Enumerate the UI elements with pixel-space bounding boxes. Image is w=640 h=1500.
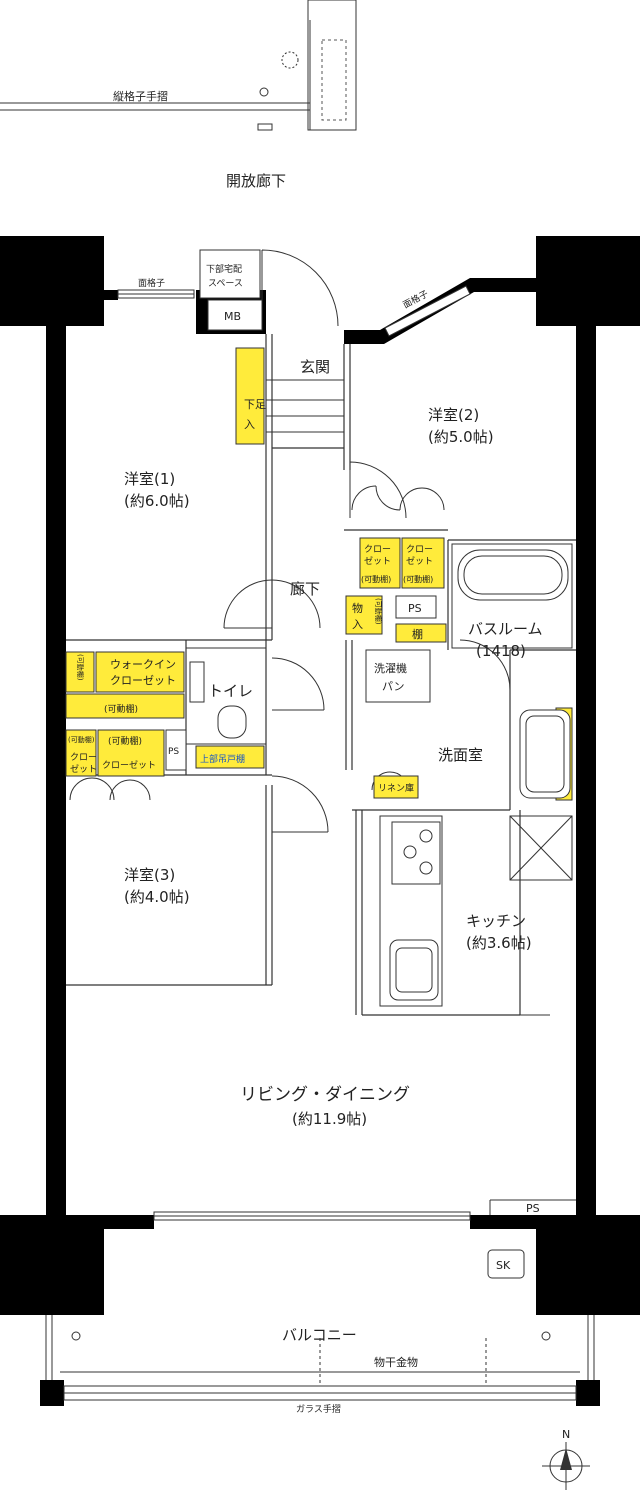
senmenshitsu-label: 洗面室 <box>438 746 483 764</box>
ps-box-2 <box>165 729 187 771</box>
ld-name: リビング・ダイニング <box>240 1085 410 1105</box>
kitchen-size: (約3.6帖) <box>466 934 532 952</box>
shitaashi-label-2: 入 <box>244 418 255 431</box>
tategoshi-label: 縦格子手摺 <box>113 89 168 103</box>
closet-b <box>401 537 445 589</box>
closet-c-label-2: ゼット <box>70 763 97 775</box>
yoshitsu3-name: 洋室(3) <box>124 866 175 884</box>
toilet-label: トイレ <box>208 682 253 700</box>
sink-icon <box>519 709 571 799</box>
closet-a <box>359 537 401 589</box>
planter-icon <box>281 51 299 69</box>
jobu-tsuri-storage <box>195 745 265 769</box>
sk-label: SK <box>496 1259 511 1272</box>
delivery-label-1: 下部宅配 <box>206 263 242 275</box>
genkan-label: 玄関 <box>300 358 330 376</box>
kitchen-sink-icon <box>389 939 439 1001</box>
walkin-small-label: (可動棚) <box>76 654 85 681</box>
delivery-label-2: スペース <box>208 279 243 289</box>
yoshitsu3-size: (約4.0帖) <box>124 888 190 906</box>
yoshitsu2-size: (約5.0帖) <box>428 428 494 446</box>
refrigerator-space <box>509 815 573 881</box>
monohoshi-hardware <box>60 1338 580 1386</box>
north-label: N <box>562 1428 570 1441</box>
tana-label: 棚 <box>412 627 423 641</box>
kitchen-name: キッチン <box>466 912 526 930</box>
ps-label-3: PS <box>526 1202 540 1215</box>
toilet-tank <box>189 661 205 703</box>
walkin-closet <box>95 651 185 693</box>
sk-box <box>487 1249 525 1279</box>
walkin-label-3: (可動棚) <box>104 703 138 715</box>
monoire-label-1: 物 <box>352 601 363 615</box>
delivery-space <box>199 249 261 299</box>
tana-shelf <box>395 623 447 643</box>
jobu-tsuri-label: 上部吊戸棚 <box>200 753 245 765</box>
closet-a-label-1: クロー <box>364 544 391 555</box>
bathtub-icon <box>457 549 569 601</box>
toilet-room <box>185 647 267 745</box>
yoshitsu1-size: (約6.0帖) <box>124 492 190 510</box>
bathroom-size: (1418) <box>476 642 526 660</box>
open-corridor-area <box>0 0 357 131</box>
kitchen-counter <box>379 815 443 1007</box>
bathroom-name: バスルーム <box>468 620 543 638</box>
ps-label-1: PS <box>408 602 422 615</box>
yoshitsu2-name: 洋室(2) <box>428 406 479 424</box>
glass-tesuri-label: ガラス手摺 <box>296 1403 341 1415</box>
closet-d <box>97 729 165 777</box>
mb-label: MB <box>224 310 241 323</box>
kadou-small-label: (可動棚) <box>68 735 95 744</box>
monohoshi-label: 物干金物 <box>374 1355 418 1369</box>
ps-label-2: PS <box>168 747 179 757</box>
washer-label-1: 洗濯機 <box>374 661 407 675</box>
closet-d-label: クローゼット <box>102 759 156 771</box>
bathroom <box>451 543 573 649</box>
closet-c-label-1: クロー <box>70 752 97 763</box>
walkin-label-1: ウォークイン <box>110 658 176 671</box>
walkin-shelf-bottom <box>65 693 185 719</box>
monoire-label-3: (可動棚) <box>374 598 383 625</box>
mb-space <box>207 299 263 331</box>
window-lattice-right <box>384 285 471 337</box>
rouka-label: 廊下 <box>290 580 320 598</box>
monoire-label-2: 入 <box>352 618 363 631</box>
kadou-shelf-small <box>65 729 97 777</box>
genkan-steps <box>266 379 344 433</box>
washer-pan <box>365 649 431 703</box>
north-arrow-icon <box>542 1442 590 1490</box>
post-icon <box>259 87 269 97</box>
toilet-bowl-icon <box>217 705 247 739</box>
shitaashi-storage <box>235 347 265 445</box>
yoshitsu1-name: 洋室(1) <box>124 470 175 488</box>
walls <box>0 236 640 1406</box>
closet-a-label-2: ゼット <box>364 555 391 567</box>
linen-label: リネン庫 <box>378 782 414 794</box>
walkin-label-2: クローゼット <box>110 674 176 687</box>
corridor-label: 開放廊下 <box>226 172 286 190</box>
walkin-shelf-small <box>65 651 95 693</box>
ps-box-1 <box>395 595 437 619</box>
linen-storage <box>373 775 419 799</box>
monoire-storage <box>345 595 383 635</box>
closet-b-label-1: クロー <box>406 544 433 555</box>
menkoshi-left-label: 面格子 <box>138 277 165 289</box>
closet-b-label-3: (可動棚) <box>403 574 433 584</box>
kadou-label-2: (可動棚) <box>108 735 142 747</box>
closet-a-label-3: (可動棚) <box>361 574 391 584</box>
balcony-label: バルコニー <box>282 1326 357 1344</box>
closet-b-label-2: ゼット <box>406 555 433 567</box>
shitaashi-label-1: 下足 <box>244 398 266 411</box>
entrance-door[interactable] <box>261 249 339 327</box>
ld-size: (約11.9帖) <box>292 1110 367 1128</box>
washer-label-2: パン <box>382 680 405 693</box>
